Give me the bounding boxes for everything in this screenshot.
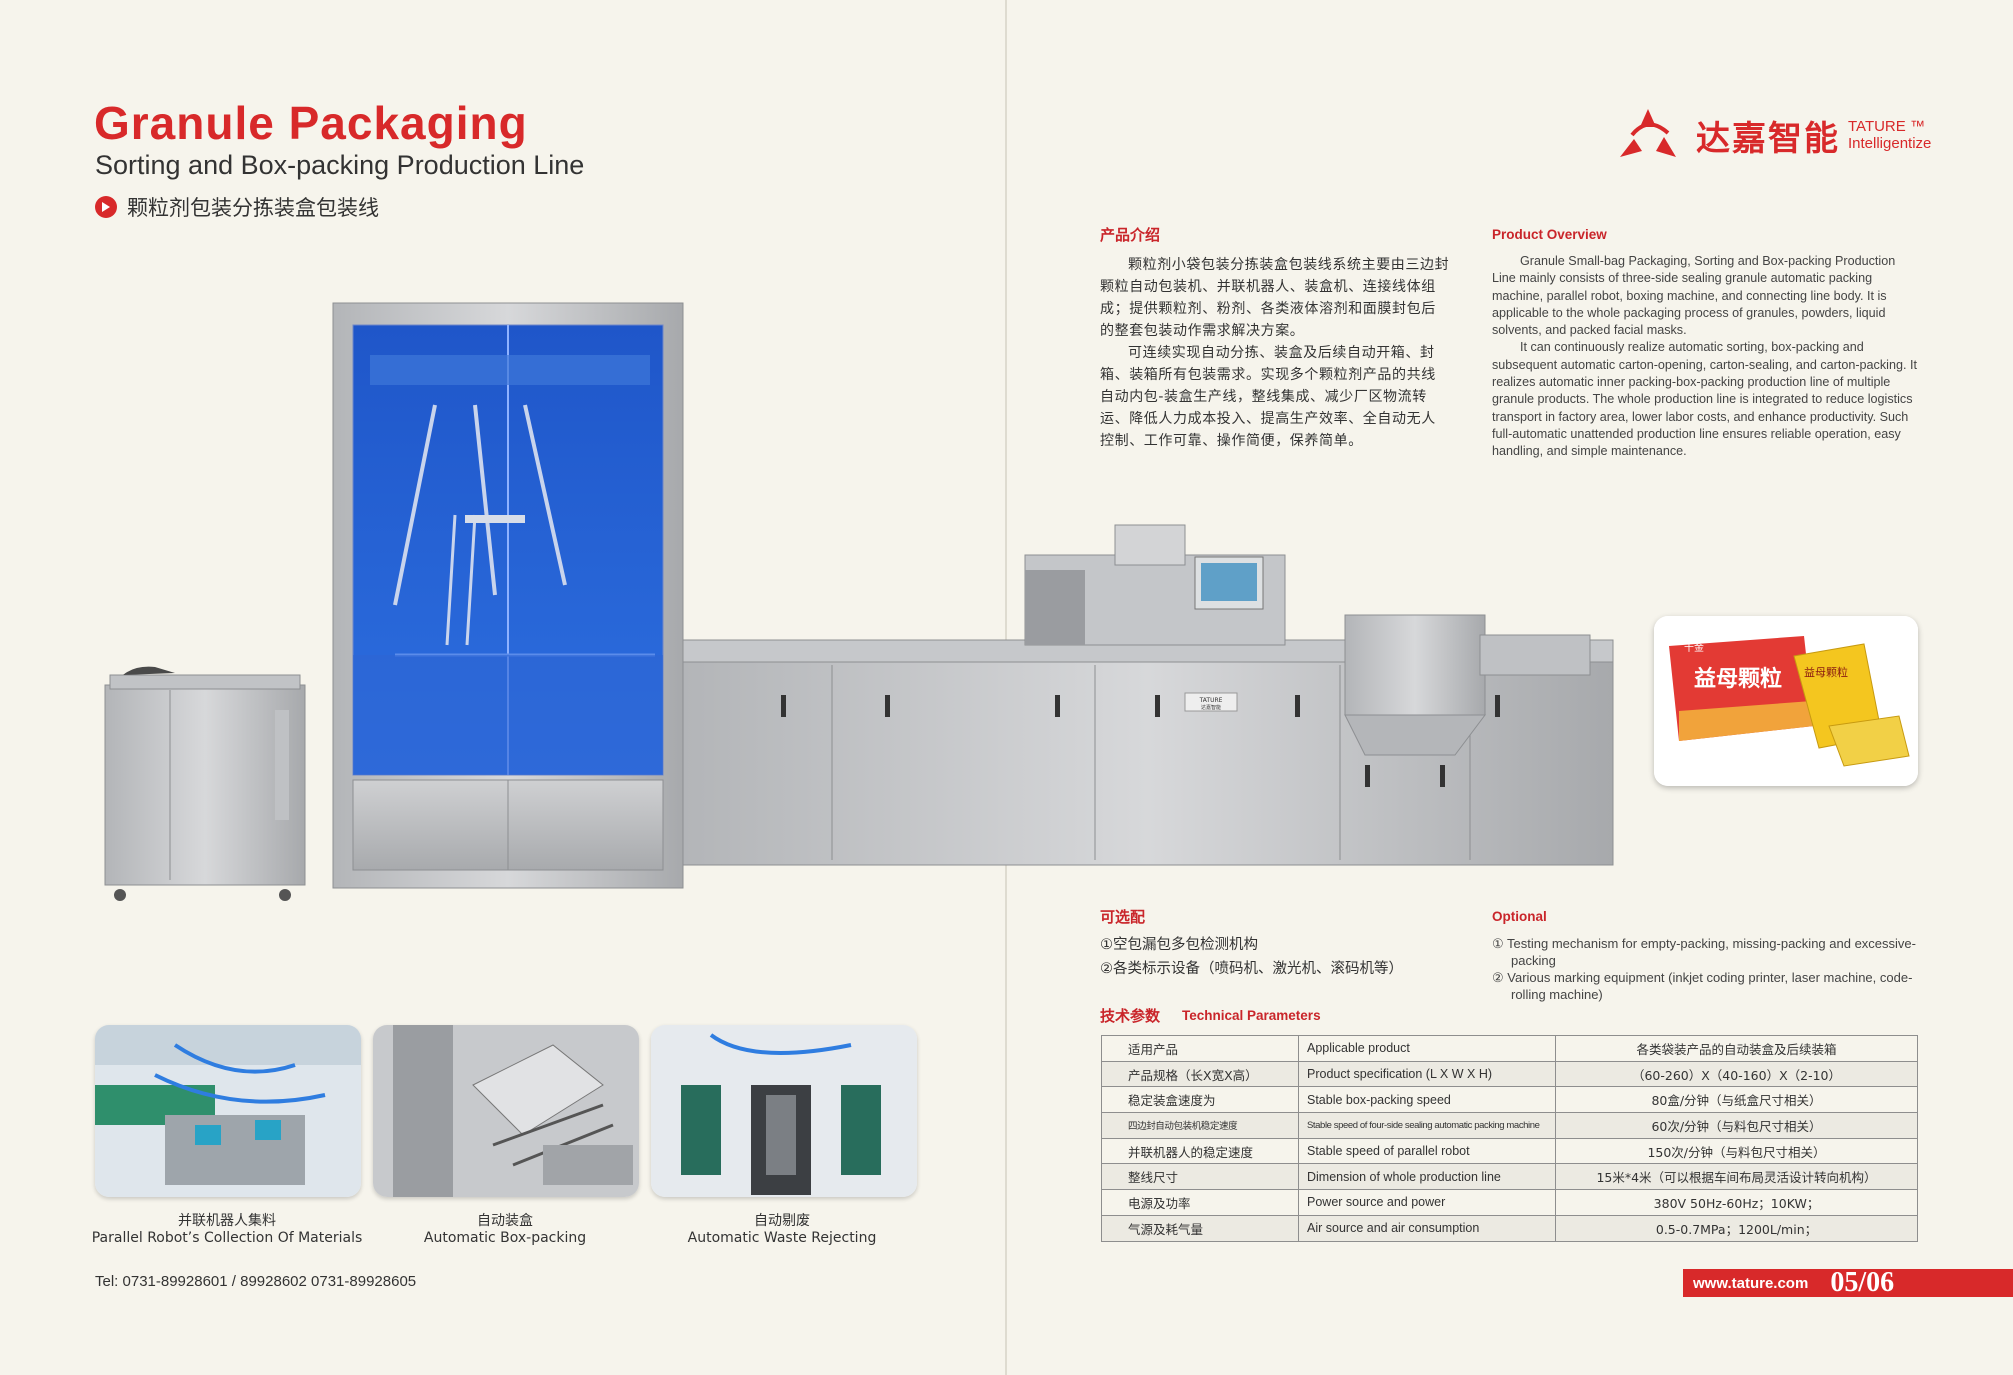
param-cn: 产品规格（长X宽X高）: [1101, 1060, 1299, 1088]
param-cn: 气源及耗气量: [1101, 1214, 1299, 1242]
thumbnail-box-packing: [373, 1025, 639, 1197]
caption-cn: 自动剔废: [754, 1213, 810, 1229]
cn-subtitle: 颗粒剂包装分拣装盒包装线: [95, 192, 379, 222]
param-en: Power source and power: [1298, 1189, 1556, 1216]
machine-brand: TATURE: [1199, 697, 1223, 704]
production-line-illustration: TATURE 达嘉智能: [104, 302, 1614, 901]
product-brand: 千金: [1684, 641, 1704, 654]
page-title: Granule Packaging: [94, 97, 528, 149]
thumbnail-parallel-robot: [95, 1025, 361, 1197]
param-cn: 适用产品: [1101, 1035, 1299, 1062]
optional-cn-item: ②各类标示设备（喷码机、激光机、滚码机等）: [1100, 961, 1403, 977]
caption-en: Parallel Robot’s Collection Of Materials: [91, 1230, 363, 1246]
param-value: （60-260）X（40-160）X（2-10）: [1555, 1060, 1918, 1088]
caption-cn: 并联机器人集料: [178, 1213, 276, 1229]
page-subtitle: Sorting and Box-packing Production Line: [95, 150, 585, 180]
play-bullet-icon: [95, 196, 117, 218]
param-en: Stable speed of parallel robot: [1298, 1137, 1556, 1165]
thumbnail-caption-2: 自动装盒 Automatic Box-packing: [360, 1213, 650, 1247]
params-cn-heading: 技术参数: [1100, 1007, 1161, 1025]
company-logo: 达嘉智能 TATURE ™ Intelligentize: [1612, 105, 1931, 165]
intro-en-heading: Product Overview: [1492, 227, 1607, 242]
param-en: Dimension of whole production line: [1298, 1163, 1556, 1191]
param-cn: 整线尺寸: [1101, 1163, 1299, 1191]
intro-cn-heading: 产品介绍: [1100, 226, 1161, 244]
params-en-heading: Technical Parameters: [1182, 1008, 1321, 1023]
intro-cn-p2: 可连续实现自动分拣、装盒及后续自动开箱、封箱、装箱所有包装需求。实现多个颗粒剂产…: [1100, 345, 1436, 449]
caption-en: Automatic Waste Rejecting: [687, 1230, 877, 1246]
param-en: Stable speed of four-side sealing automa…: [1298, 1112, 1556, 1139]
param-en: Stable box-packing speed: [1298, 1086, 1556, 1114]
optional-cn-item: ①空包漏包多包检测机构: [1100, 937, 1258, 953]
robot-enclosure: [332, 302, 684, 889]
table-row: 产品规格（长X宽X高）Product specification (L X W …: [1101, 1060, 1918, 1088]
optional-en-item: ② Various marking equipment (inkjet codi…: [1492, 970, 1913, 1002]
param-value: 各类袋装产品的自动装盒及后续装箱: [1555, 1035, 1918, 1062]
product-photo-card: 千金 益母颗粒 益母颗粒: [1654, 616, 1918, 786]
product-name: 益母颗粒: [1694, 666, 1782, 692]
thumbnail-row: [95, 1025, 917, 1197]
optional-en-heading: Optional: [1492, 909, 1547, 924]
optional-en-item: ① Testing mechanism for empty-packing, m…: [1492, 936, 1916, 968]
machine-brand-cn: 达嘉智能: [1201, 704, 1221, 711]
caption-en: Automatic Box-packing: [423, 1230, 587, 1246]
optional-cn-heading: 可选配: [1100, 908, 1146, 926]
footer-bar: www.tature.com 05/06: [1683, 1267, 2013, 1298]
logo-en-top: TATURE ™: [1848, 118, 1925, 135]
intro-en-p2: It can continuously realize automatic so…: [1492, 340, 1917, 459]
logo-mark-icon: [1620, 109, 1676, 157]
param-value: 150次/分钟（与料包尺寸相关）: [1555, 1137, 1918, 1165]
thumbnail-caption-1: 并联机器人集料 Parallel Robot’s Collection Of M…: [82, 1213, 372, 1247]
optional-en-list: ① Testing mechanism for empty-packing, m…: [1492, 935, 1922, 1003]
logo-en-bottom: Intelligentize: [1848, 135, 1932, 152]
boxing-machine: [1024, 524, 1591, 756]
param-en: Applicable product: [1298, 1035, 1556, 1062]
caption-cn: 自动装盒: [477, 1213, 533, 1229]
intro-cn-p1: 颗粒剂小袋包装分拣装盒包装线系统主要由三边封颗粒自动包装机、并联机器人、装盒机、…: [1100, 257, 1450, 339]
param-cn: 电源及功率: [1101, 1189, 1299, 1216]
thumbnail-waste-rejecting: [651, 1025, 917, 1197]
param-value: 60次/分钟（与料包尺寸相关）: [1555, 1112, 1918, 1139]
param-cn: 四边封自动包装机稳定速度: [1101, 1112, 1299, 1139]
thumbnail-caption-3: 自动剔废 Automatic Waste Rejecting: [637, 1213, 927, 1247]
logo-en-text: TATURE ™ Intelligentize: [1848, 118, 1931, 152]
optional-cn-list: ①空包漏包多包检测机构 ②各类标示设备（喷码机、激光机、滚码机等）: [1100, 933, 1403, 981]
control-cabinet: [104, 666, 306, 901]
param-en: Product specification (L X W X H): [1298, 1060, 1556, 1088]
param-en: Air source and air consumption: [1298, 1214, 1556, 1242]
param-value: 380V 50Hz-60Hz；10KW；: [1555, 1189, 1918, 1216]
logo-cn-text: 达嘉智能: [1696, 118, 1840, 159]
param-value: 15米*4米（可以根据车间布局灵活设计转向机构）: [1555, 1163, 1918, 1191]
pack-label: 益母颗粒: [1804, 665, 1848, 679]
page-number: 05/06: [1830, 1267, 1895, 1298]
param-value: 0.5-0.7MPa；1200L/min；: [1555, 1214, 1918, 1242]
intro-en-p1: Granule Small-bag Packaging, Sorting and…: [1492, 254, 1896, 338]
intro-en-body: Granule Small-bag Packaging, Sorting and…: [1492, 253, 1920, 461]
intro-cn-body: 颗粒剂小袋包装分拣装盒包装线系统主要由三边封颗粒自动包装机、并联机器人、装盒机、…: [1100, 254, 1450, 452]
param-cn: 并联机器人的稳定速度: [1101, 1137, 1299, 1165]
website-link[interactable]: www.tature.com: [1693, 1274, 1809, 1292]
param-cn: 稳定装盒速度为: [1101, 1086, 1299, 1114]
phone-number: Tel: 0731-89928601 / 89928602 0731-89928…: [95, 1273, 417, 1290]
cn-subtitle-text: 颗粒剂包装分拣装盒包装线: [127, 196, 379, 220]
param-value: 80盒/分钟（与纸盒尺寸相关）: [1555, 1086, 1918, 1114]
